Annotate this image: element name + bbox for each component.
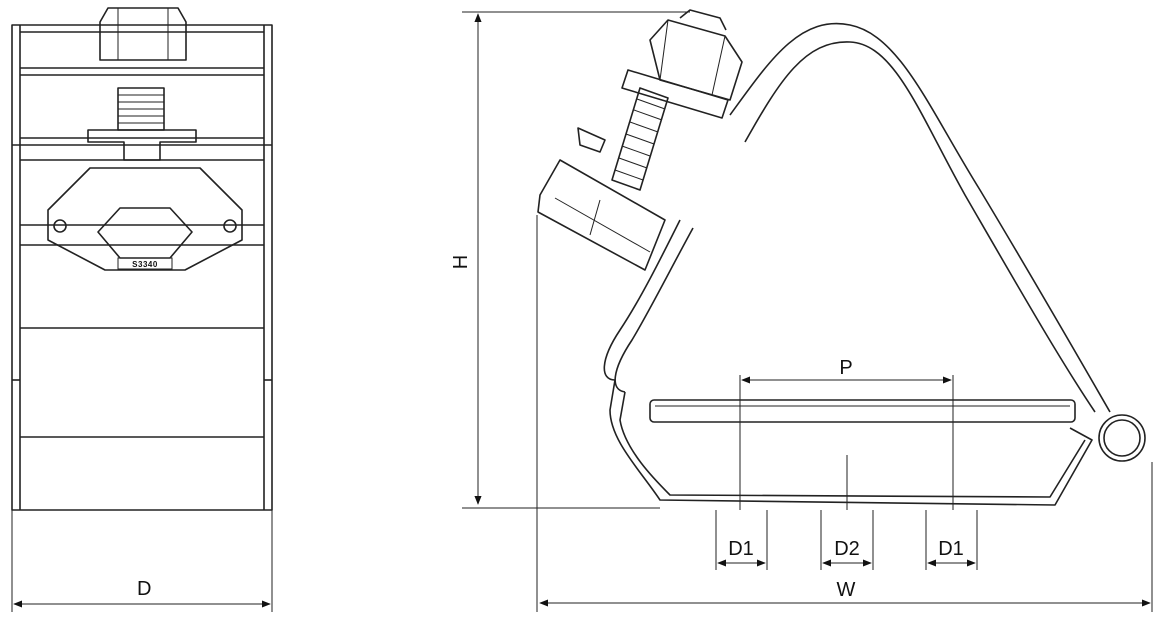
dimension-d-label: D xyxy=(137,578,151,600)
nut-marking: S3340 xyxy=(132,260,158,269)
dimension-w-label: W xyxy=(837,579,856,601)
dimension-h-label: H xyxy=(450,255,472,269)
dimension-d2-label: D2 xyxy=(834,538,860,560)
front-view xyxy=(11,7,273,511)
nut-marking-plate xyxy=(117,257,173,270)
front-dimension-d xyxy=(11,510,273,612)
side-view xyxy=(462,9,1153,612)
dimension-d1-left-label: D1 xyxy=(728,538,754,560)
dimension-d1-right-label: D1 xyxy=(938,538,964,560)
dimension-p-label: P xyxy=(839,357,852,379)
